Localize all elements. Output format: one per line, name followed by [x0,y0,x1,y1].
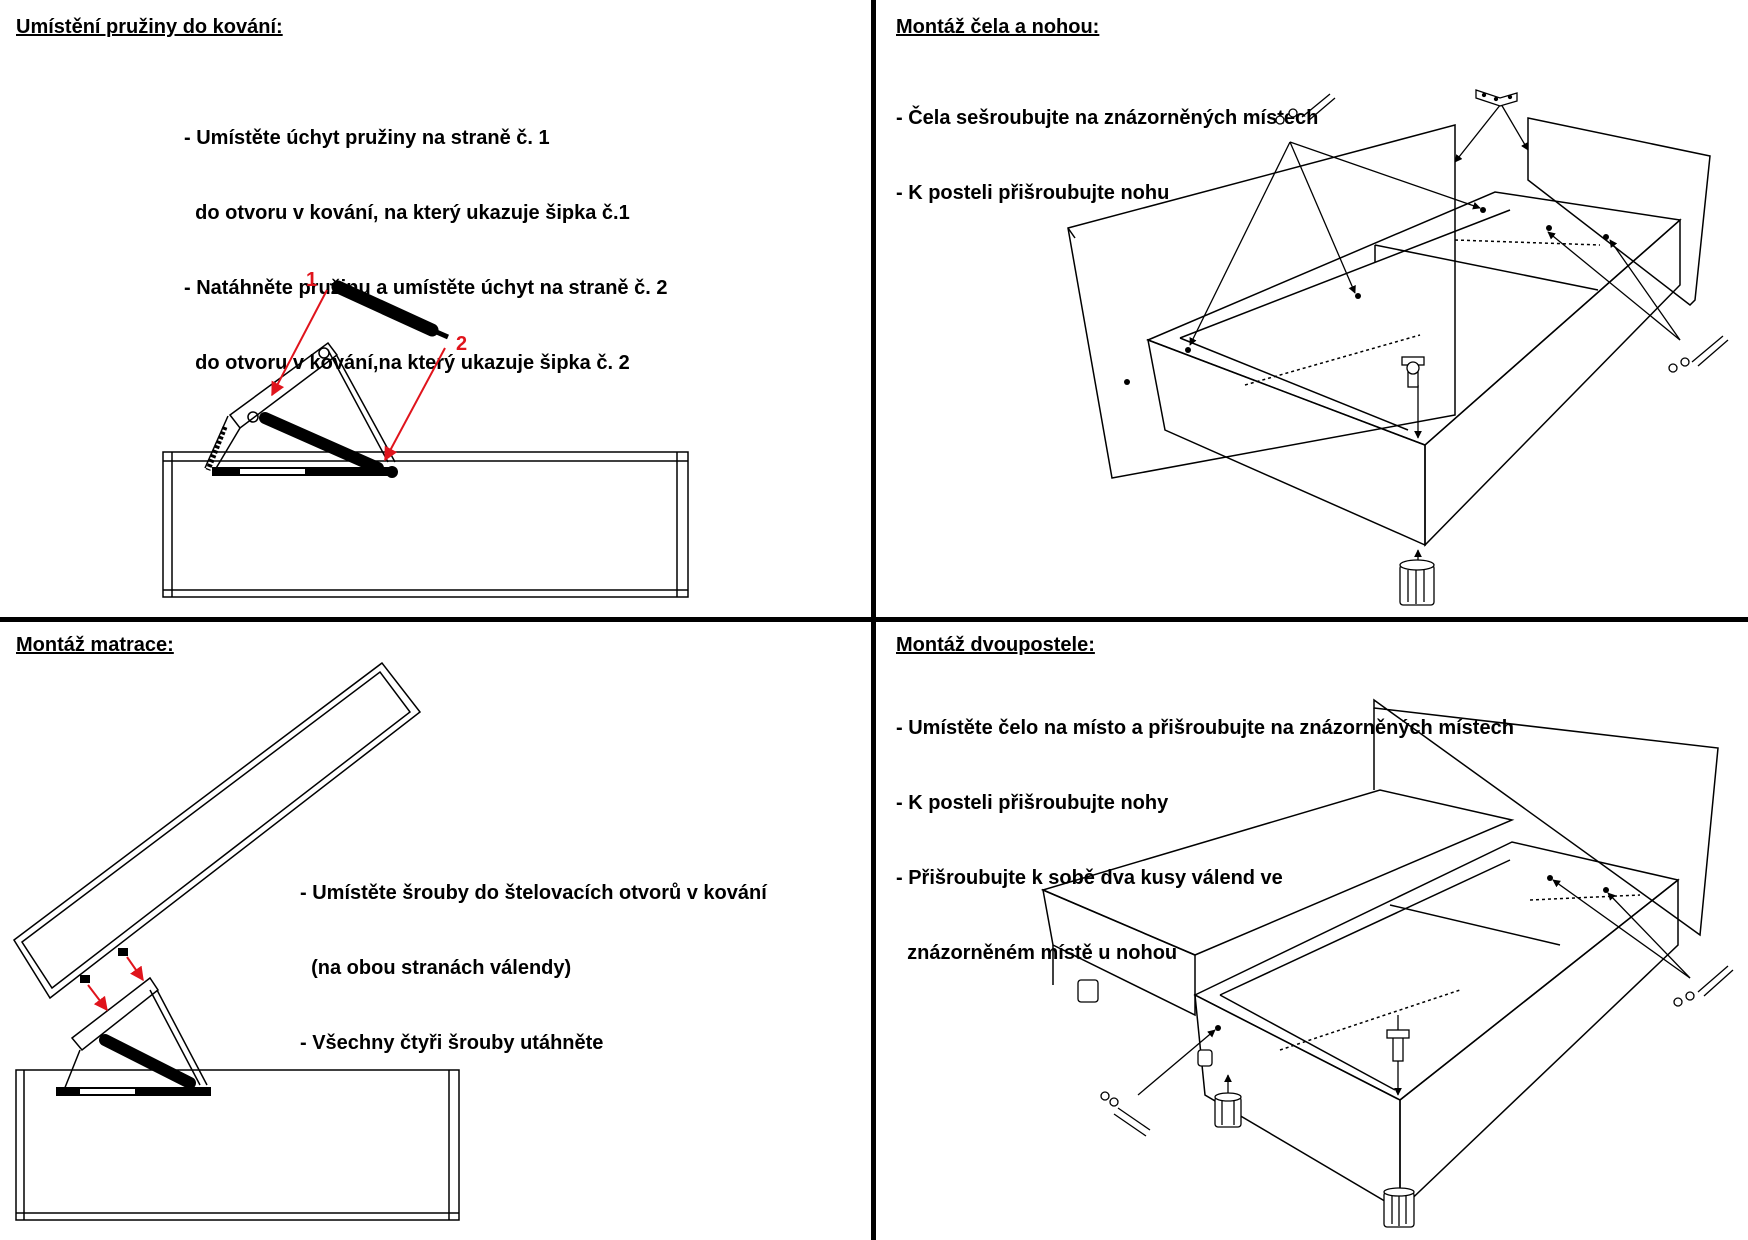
screw-icon [1668,335,1729,373]
double-bed-instruction-line: - Přišroubujte k sobě dva kusy válend ve [896,867,1283,889]
spring-instruction-line: - Umístěte úchyt pružiny na straně č. 1 [184,127,550,149]
spring-mounting-diagram: 1 2 [162,269,689,598]
bed-base [162,451,689,598]
arrow-2 [384,347,446,462]
gas-spring-icon [205,412,398,478]
double-bed-panel-title: Montáž dvoupostele: [896,634,1095,656]
arrow-right [126,956,144,982]
bed-two-top [1193,841,1680,1101]
side-panel [1067,124,1456,479]
gas-spring-icon [56,1034,211,1096]
screw-icon [1401,356,1425,388]
spring-instruction-line: do otvoru v kování, na který ukazuje šip… [184,202,630,224]
screw-icon [1100,1091,1151,1137]
screw-icon [1386,1029,1410,1062]
mattress-mounting-diagram [13,661,460,1221]
mattress-instruction-line: (na obou stranách válendy) [300,957,572,979]
bed-base [15,1069,460,1221]
bed-leg-icon [1077,979,1213,1067]
headboard [1373,698,1719,937]
screw-icon [1275,93,1336,125]
end-panel [1527,117,1711,306]
arrow-left [87,984,108,1012]
double-bed-instruction-line: - Umístěte čelo na místo a přišroubujte … [896,717,1514,739]
mattress-instruction-line: - Všechny čtyři šrouby utáhněte [300,1032,604,1054]
hinge-frame [70,976,160,1052]
screw-icon [1673,965,1734,1007]
double-bed-assembly-diagram [1040,698,1734,1228]
bed-leg-icon [1214,1092,1242,1128]
double-bed-instructions: - Umístěte čelo na místo a přišroubujte … [896,666,1514,991]
spring-panel-title: Umístění pružiny do kování: [16,16,283,38]
callout-1: 1 [306,269,317,291]
horizontal-divider [0,617,1748,622]
arrow-1 [271,289,328,397]
bracket-icon [1475,89,1518,107]
mattress-instructions: - Umístěte šrouby do štelovacích otvorů … [300,831,767,1081]
headboard-instruction-line: - K posteli přišroubujte nohu [896,182,1170,204]
double-bed-instruction-line: - K posteli přišroubujte nohy [896,792,1169,814]
spring-instruction-line: do otvoru v kování,na který ukazuje šipk… [184,352,630,374]
mattress [13,661,422,1000]
hinge-frame [228,341,339,430]
mattress-panel-title: Montáž matrace: [16,634,174,656]
headboard-panel-title: Montáž čela a nohou: [896,16,1100,38]
gas-spring-icon [329,280,450,340]
mattress-instruction-line: - Umístěte šrouby do štelovacích otvorů … [300,882,767,904]
headboard-assembly-diagram [1067,89,1729,606]
bed-leg-icon [1399,559,1435,606]
callout-2: 2 [456,333,467,355]
bed-one-top [1040,789,1515,956]
bed-frame-top [1145,191,1682,446]
bed-leg-icon [1383,1187,1415,1228]
